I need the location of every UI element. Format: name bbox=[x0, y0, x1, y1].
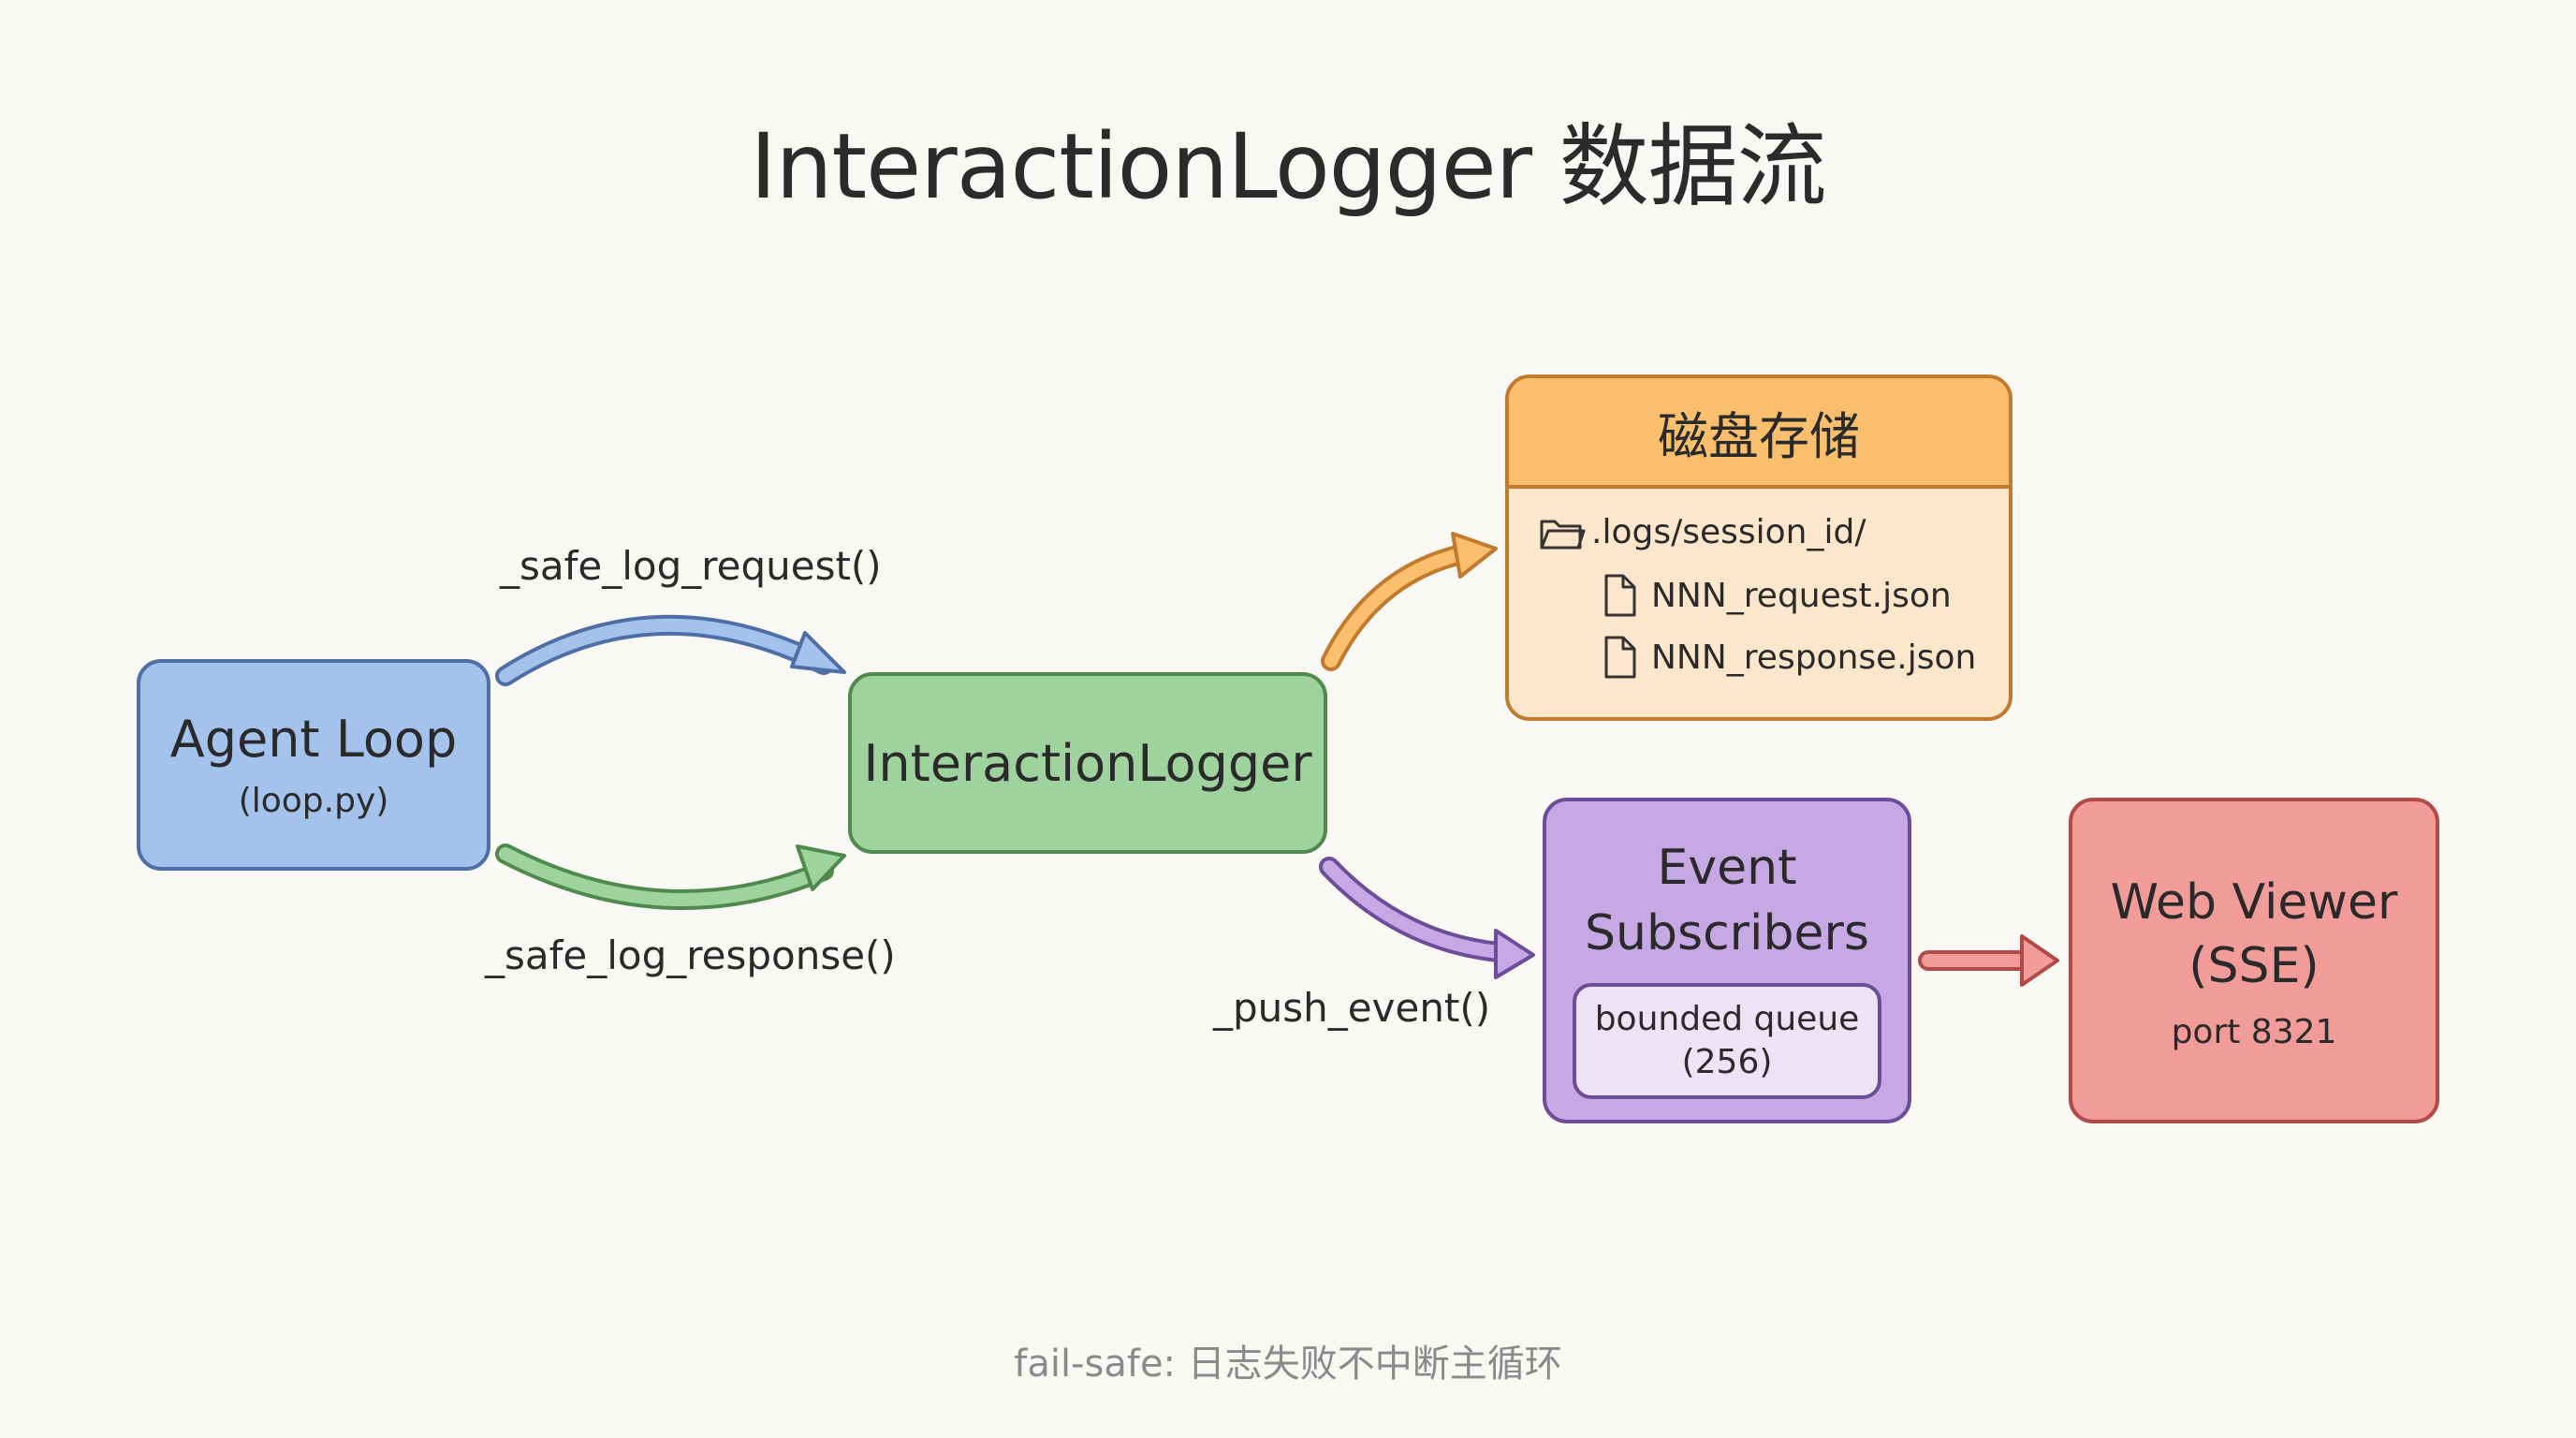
footer-note: fail-safe: 日志失败不中断主循环 bbox=[1014, 1343, 1562, 1386]
folder-row: .logs/session_id/ bbox=[1539, 513, 1866, 551]
disk-storage-header: 磁盘存储 bbox=[1509, 378, 2009, 489]
disk-storage-node: 磁盘存储 bbox=[1505, 374, 2012, 721]
request-arrow bbox=[495, 614, 846, 686]
event-subscribers-node: Event Subscribers bounded queue (256) bbox=[1543, 798, 1911, 1123]
file-label: NNN_response.json bbox=[1651, 638, 1977, 677]
web-viewer-node: Web Viewer (SSE) port 8321 bbox=[2069, 798, 2439, 1123]
web-viewer-label-line2: (SSE) bbox=[2188, 937, 2320, 994]
disk-arrow bbox=[1321, 532, 1498, 671]
file-icon bbox=[1604, 574, 1636, 617]
response-arrow-label: _safe_log_response() bbox=[485, 932, 896, 978]
diagram-title: InteractionLogger 数据流 bbox=[750, 114, 1826, 219]
queue-size: (256) bbox=[1681, 1043, 1773, 1081]
web-viewer-label-line1: Web Viewer bbox=[2110, 873, 2398, 931]
folder-label: .logs/session_id/ bbox=[1591, 513, 1866, 551]
push-event-arrow bbox=[1319, 857, 1535, 979]
file-row: NNN_response.json bbox=[1601, 635, 1976, 680]
agent-loop-label: Agent Loop bbox=[169, 710, 458, 769]
push-event-arrow-label: _push_event() bbox=[1213, 985, 1491, 1031]
bounded-queue-box: bounded queue (256) bbox=[1573, 983, 1881, 1099]
sse-arrow bbox=[1918, 934, 2059, 987]
web-viewer-port: port 8321 bbox=[2171, 1012, 2337, 1051]
folder-icon bbox=[1540, 520, 1586, 549]
agent-loop-node: Agent Loop (loop.py) bbox=[137, 659, 490, 871]
file-row: NNN_request.json bbox=[1601, 573, 1952, 618]
file-label: NNN_request.json bbox=[1651, 576, 1952, 615]
interaction-logger-node: InteractionLogger bbox=[848, 672, 1327, 854]
event-subscribers-label-line2: Subscribers bbox=[1585, 905, 1869, 961]
event-subscribers-label-line1: Event bbox=[1657, 840, 1797, 896]
file-icon bbox=[1604, 636, 1636, 679]
agent-loop-file: (loop.py) bbox=[238, 782, 389, 820]
interaction-logger-label: InteractionLogger bbox=[863, 733, 1312, 793]
response-arrow bbox=[495, 844, 846, 911]
request-arrow-label: _safe_log_request() bbox=[500, 543, 882, 589]
queue-label: bounded queue bbox=[1594, 1000, 1860, 1038]
